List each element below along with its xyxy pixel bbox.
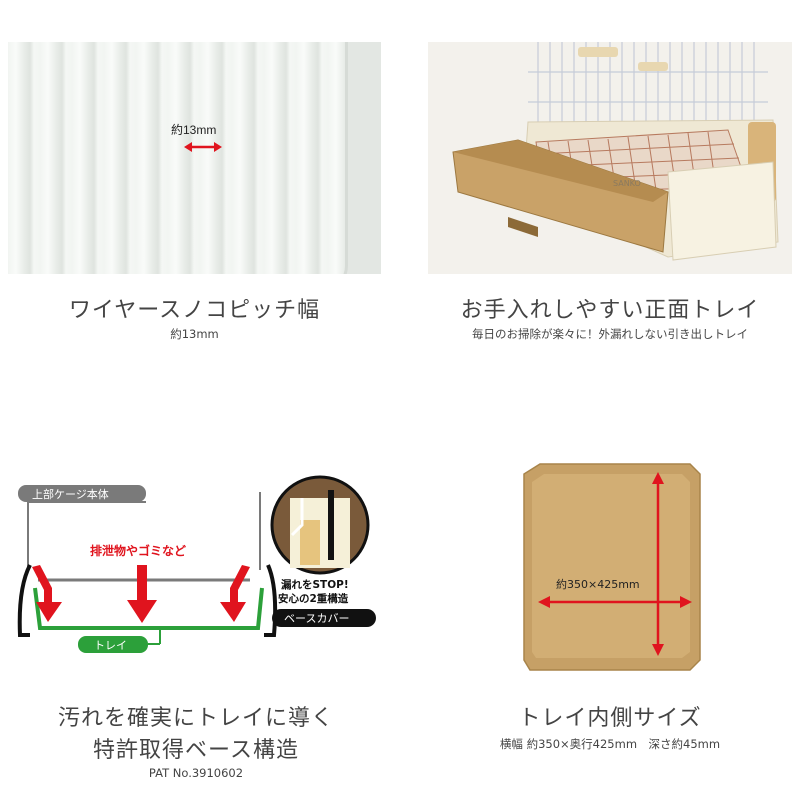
wire-floor-grid xyxy=(8,42,348,274)
tray-size-subtitle: 横幅 約350×奥行425mm 深さ約45mm xyxy=(499,737,721,751)
cage-illustration: SANKO xyxy=(452,42,779,261)
tray-size-label: 約350×425mm xyxy=(556,577,640,591)
base-structure-title-line2: 特許取得ベース構造 xyxy=(93,738,299,763)
base-structure-title-line1: 汚れを確実にトレイに導く xyxy=(57,706,334,731)
front-tray-subtitle: 毎日のお掃除が楽々に！外漏れしない引き出しトレイ xyxy=(472,327,748,341)
front-tray-title: お手入れしやすい正面トレイ xyxy=(460,298,760,323)
stop-label-line1: 漏れをSTOP! xyxy=(281,578,349,591)
double-arrow-icon xyxy=(184,142,222,152)
wire-pitch-subtitle: 約13mm xyxy=(170,327,219,341)
cage-label: 上部ケージ本体 xyxy=(32,487,109,501)
tray-size-title: トレイ内側サイズ xyxy=(518,706,702,731)
brand-mark: SANKO xyxy=(613,179,641,188)
waste-label: 排泄物やゴミなど xyxy=(90,543,186,558)
stop-label-line2: 安心の2重構造 xyxy=(278,592,349,605)
pitch-measure-label: 約13mm xyxy=(171,123,217,137)
red-arrows xyxy=(32,565,250,623)
base-cover-label-box xyxy=(272,609,376,627)
base-structure-diagram: 上部ケージ本体 排泄物やゴミなど トレイ 漏れをSTOP! 安 xyxy=(10,470,382,660)
wire-pitch-photo: 約13mm xyxy=(8,42,381,274)
patent-number: PAT No.3910602 xyxy=(148,766,244,780)
tray-label: トレイ xyxy=(94,639,127,652)
cage-tray-photo: SANKO xyxy=(428,42,792,274)
tray-size-photo: 約350×425mm xyxy=(522,460,702,678)
wire-pitch-title: ワイヤースノコピッチ幅 xyxy=(68,298,321,323)
base-cover-label: ベースカバー xyxy=(284,612,349,625)
tray-label-box xyxy=(78,636,148,653)
cage-label-box xyxy=(18,485,146,502)
